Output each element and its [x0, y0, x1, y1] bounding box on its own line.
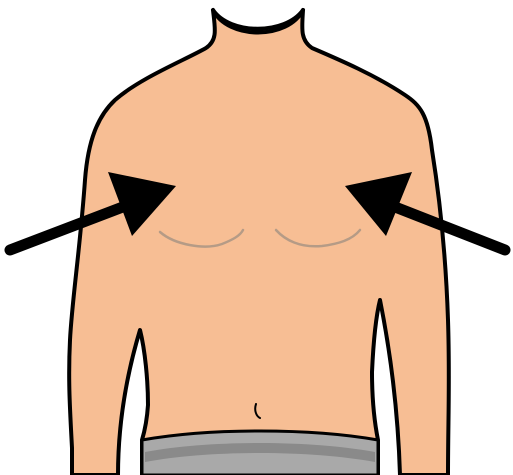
torso [69, 10, 449, 475]
